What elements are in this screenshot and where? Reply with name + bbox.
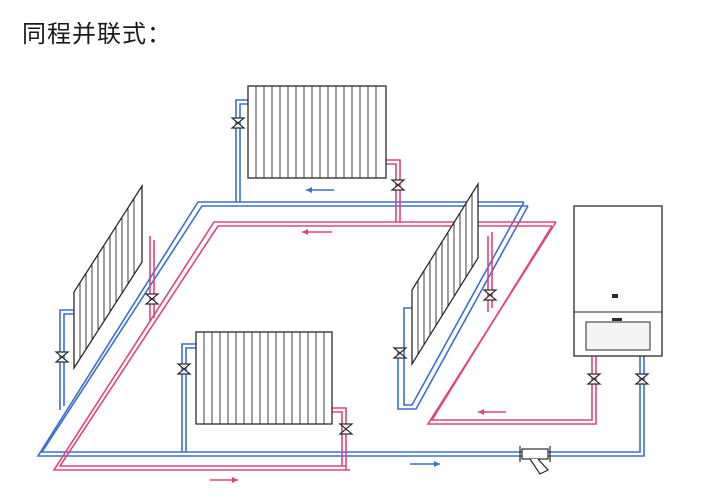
return-trunk-inner xyxy=(40,205,528,453)
valves xyxy=(54,117,650,435)
return-front-riser-inner xyxy=(185,347,196,452)
return-trunk xyxy=(36,201,524,457)
radiator-fins xyxy=(255,86,377,178)
supply-arrow xyxy=(302,229,332,235)
valve-icon xyxy=(338,423,354,435)
return-top-riser-inner xyxy=(239,103,250,202)
return-right-diagonal-inner xyxy=(397,205,529,410)
return-arrow xyxy=(410,461,440,467)
radiator-front xyxy=(195,331,333,425)
supply-arrow xyxy=(210,477,238,483)
return-left-riser-inner xyxy=(63,313,74,406)
boiler-indicator-icon xyxy=(612,294,618,298)
return-boiler-line-inner xyxy=(520,352,641,453)
valve-icon xyxy=(392,347,408,359)
radiator-right xyxy=(411,181,479,367)
valve-icon xyxy=(144,293,160,305)
return-right-diagonal xyxy=(403,201,525,406)
valve-icon xyxy=(390,179,406,191)
boiler-unit xyxy=(573,205,663,357)
return-pipe-network xyxy=(36,99,645,457)
radiator-left xyxy=(73,183,143,371)
valve-icon xyxy=(634,373,650,385)
return-boiler-line xyxy=(520,352,645,457)
supply-front-riser-inner xyxy=(332,411,343,466)
supply-front-riser xyxy=(332,407,347,470)
supply-top-riser-inner xyxy=(384,159,401,222)
supply-trunk-inner xyxy=(58,225,552,467)
valve-icon xyxy=(482,289,498,301)
valve-icon xyxy=(54,351,70,363)
return-front-riser xyxy=(181,343,196,452)
page-title: 同程并联式： xyxy=(22,20,172,48)
supply-pipe-network xyxy=(52,159,597,471)
supply-top-riser xyxy=(384,163,397,222)
valve-icon xyxy=(586,373,602,385)
valve-icon xyxy=(230,117,246,129)
return-left-riser xyxy=(59,309,74,410)
supply-trunk xyxy=(52,221,556,471)
supply-arrow xyxy=(478,409,506,415)
return-arrow xyxy=(306,187,334,193)
return-top-riser xyxy=(235,99,250,202)
flow-arrows xyxy=(210,187,506,483)
supply-right-diagonal-inner xyxy=(430,225,593,421)
radiator-top xyxy=(247,85,387,179)
valve-icon xyxy=(176,363,192,375)
strainer-icon xyxy=(519,446,551,475)
return-right-riser xyxy=(403,307,412,352)
